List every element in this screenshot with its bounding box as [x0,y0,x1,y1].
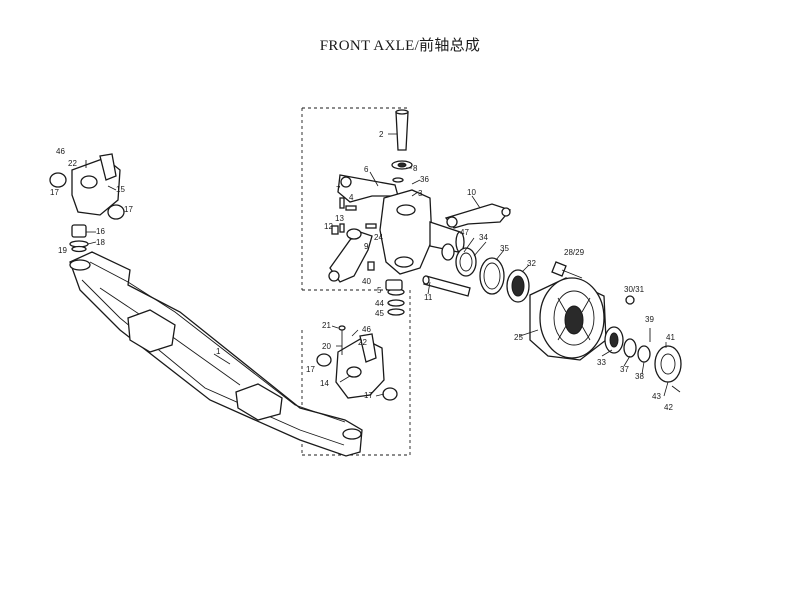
callout-30-31: 30/31 [624,285,645,294]
callout-8: 8 [413,164,418,173]
tie-rod-arm [444,203,512,229]
axle-beam [69,251,363,457]
callout-12: 12 [324,222,333,231]
callout-39: 39 [645,315,654,324]
assembly-boundary [301,107,411,456]
king-pin [391,109,413,183]
hub-outer-components [604,295,682,393]
callout-11: 11 [424,293,433,302]
callout-17-c: 17 [306,365,315,374]
callout-15: 15 [116,185,125,194]
knuckle-housing [379,189,465,275]
callout-22-b: 22 [358,338,367,347]
callout-5: 5 [377,286,382,295]
lower-steering-arm [328,228,373,283]
callout-9: 9 [364,242,369,251]
callout-10: 10 [467,188,476,197]
callout-42: 42 [664,403,673,412]
diagram-title: FRONT AXLE/前轴总成 [319,38,481,54]
callout-7: 7 [336,185,341,194]
callout-43: 43 [652,392,661,401]
callout-18: 18 [96,238,105,247]
callout-1: 1 [216,347,221,356]
callout-17-b: 17 [124,205,133,214]
steering-arm [337,174,399,203]
callout-20: 20 [322,342,331,351]
callout-22-a: 22 [68,159,77,168]
callout-24: 24 [374,233,383,242]
callout-21: 21 [322,321,331,330]
callout-41: 41 [666,333,675,342]
callout-45: 45 [375,309,384,318]
leader-lines [86,133,669,397]
callout-47: 47 [460,228,469,237]
spindle-shaft [422,275,471,297]
callout-44: 44 [375,299,384,308]
callout-2: 2 [379,130,384,139]
right-steering-knuckle [316,325,398,401]
callout-17-a: 17 [50,188,59,197]
callout-13: 13 [335,214,344,223]
callout-38: 38 [635,372,644,381]
callout-33: 33 [597,358,606,367]
callout-35: 35 [500,244,509,253]
callout-25: 25 [514,333,523,342]
callout-37: 37 [620,365,629,374]
callout-32: 32 [527,259,536,268]
callout-4: 4 [349,193,354,202]
wheel-hub [529,277,607,361]
callout-46-a: 46 [56,147,65,156]
callout-16: 16 [96,227,105,236]
callout-36: 36 [420,175,429,184]
callout-40: 40 [362,277,371,286]
callout-3: 3 [418,189,423,198]
callout-46-b: 46 [362,325,371,334]
callout-labels: 1 2 3 4 5 6 7 8 9 10 11 12 13 14 15 16 1… [50,130,675,412]
small-fasteners [331,197,405,316]
callout-28-29: 28/29 [564,248,585,257]
hub-bolt [551,261,583,279]
callout-19: 19 [58,246,67,255]
callout-14: 14 [320,379,329,388]
left-steering-knuckle [49,153,125,253]
bearing-set [441,243,530,303]
callout-17-d: 17 [364,391,373,400]
callout-6: 6 [364,165,369,174]
callout-34: 34 [479,233,488,242]
